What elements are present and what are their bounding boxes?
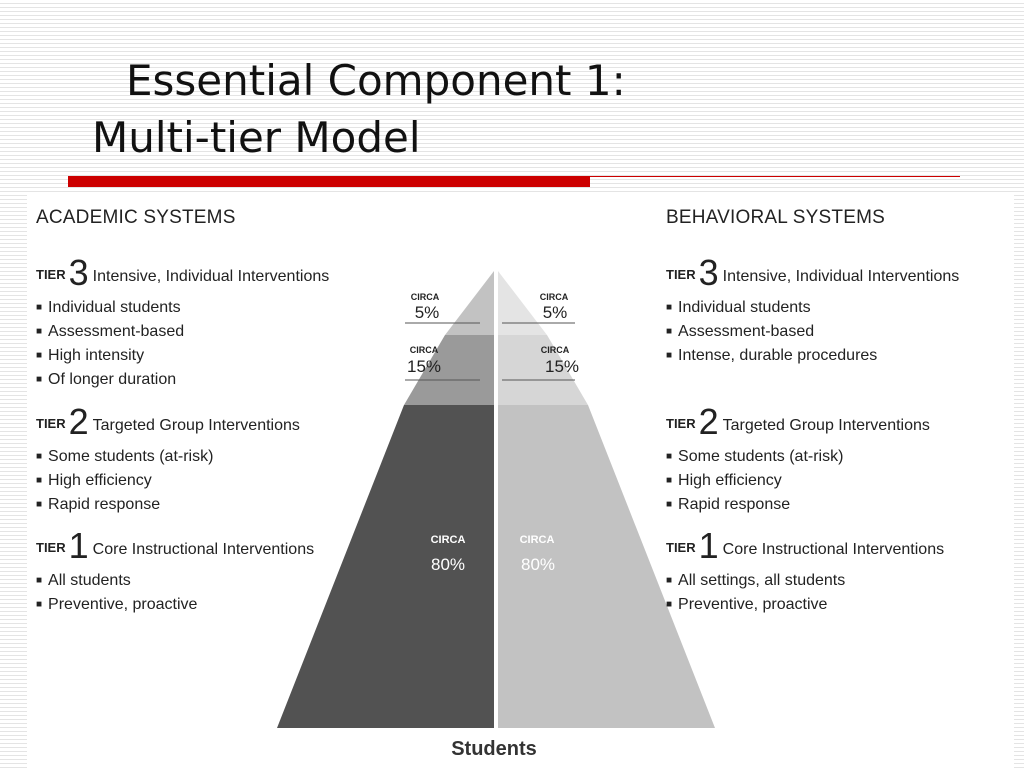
list-item: Assessment-based — [36, 320, 184, 344]
tier-pyramid: CIRCA 5% CIRCA 15% CIRCA 80% CIRCA 5% CI… — [277, 271, 715, 760]
list-item: Rapid response — [36, 493, 213, 517]
behavioral-tier-3-bullets: Individual students Assessment-based Int… — [666, 296, 877, 368]
behavioral-tier-3-segment — [498, 271, 547, 335]
list-item: All settings, all students — [666, 569, 845, 593]
academic-tier-1-segment — [277, 405, 494, 728]
tier-title: Targeted Group Interventions — [92, 417, 300, 434]
academic-tier-3-circa: CIRCA — [411, 292, 440, 302]
tier-word: TIER — [36, 416, 66, 431]
behavioral-tier-2-circa: CIRCA — [541, 345, 570, 355]
list-item: Individual students — [36, 296, 184, 320]
tier-number: 3 — [68, 252, 89, 293]
behavioral-tier-3-percent: 5% — [543, 303, 568, 322]
list-item: Preventive, proactive — [666, 593, 845, 617]
tier-number: 2 — [698, 401, 719, 442]
academic-tier-2-percent: 15% — [407, 357, 441, 376]
tier-title: Core Instructional Interventions — [722, 541, 945, 558]
academic-tier-1-circa: CIRCA — [431, 534, 466, 546]
behavioral-heading: BEHAVIORAL SYSTEMS — [666, 207, 885, 228]
tier-number: 1 — [698, 525, 719, 566]
diagram-panel: CIRCA 5% CIRCA 15% CIRCA 80% CIRCA 5% CI… — [27, 195, 1014, 768]
behavioral-tier-2-bullets: Some students (at-risk) High efficiency … — [666, 445, 843, 517]
behavioral-tier-3-circa: CIRCA — [540, 292, 569, 302]
academic-tier-3-bullets: Individual students Assessment-based Hig… — [36, 296, 184, 392]
academic-tier-2-segment — [404, 335, 494, 405]
list-item: All students — [36, 569, 197, 593]
list-item: Some students (at-risk) — [666, 445, 843, 469]
list-item: Some students (at-risk) — [36, 445, 213, 469]
list-item: Of longer duration — [36, 368, 184, 392]
tier-number: 1 — [68, 525, 89, 566]
tier-word: TIER — [666, 540, 696, 555]
academic-tier-2-circa: CIRCA — [410, 345, 439, 355]
tier-word: TIER — [666, 267, 696, 282]
list-item: High intensity — [36, 344, 184, 368]
pyramid-base-label: Students — [451, 738, 537, 760]
behavioral-tier-1-segment — [498, 405, 715, 728]
list-item: Preventive, proactive — [36, 593, 197, 617]
tier-title: Intensive, Individual Interventions — [92, 268, 330, 285]
tier-title: Targeted Group Interventions — [722, 417, 930, 434]
academic-tier-1-bullets: All students Preventive, proactive — [36, 569, 197, 617]
academic-tier-3-segment — [445, 271, 494, 335]
tier-title: Intensive, Individual Interventions — [722, 268, 960, 285]
title-rule-thin — [590, 176, 960, 177]
list-item: High efficiency — [666, 469, 843, 493]
slide-title-line1: Essential Component 1: — [126, 56, 626, 105]
tier-number: 2 — [68, 401, 89, 442]
behavioral-tier-1-percent: 80% — [521, 555, 555, 574]
tier-title: Core Instructional Interventions — [92, 541, 315, 558]
tier-word: TIER — [666, 416, 696, 431]
tier-number: 3 — [698, 252, 719, 293]
list-item: Rapid response — [666, 493, 843, 517]
list-item: Intense, durable procedures — [666, 344, 877, 368]
behavioral-tier-2-segment — [498, 335, 588, 405]
behavioral-tier-1-circa: CIRCA — [520, 534, 555, 546]
behavioral-tier-2-percent: 15% — [545, 357, 579, 376]
academic-tier-3-percent: 5% — [415, 303, 440, 322]
academic-tier-1-percent: 80% — [431, 555, 465, 574]
tier-word: TIER — [36, 540, 66, 555]
tier-word: TIER — [36, 267, 66, 282]
behavioral-tier-1-bullets: All settings, all students Preventive, p… — [666, 569, 845, 617]
list-item: High efficiency — [36, 469, 213, 493]
list-item: Individual students — [666, 296, 877, 320]
slide-title-line2: Multi-tier Model — [92, 113, 421, 162]
academic-tier-2-bullets: Some students (at-risk) High efficiency … — [36, 445, 213, 517]
title-rule-thick — [68, 176, 590, 187]
academic-heading: ACADEMIC SYSTEMS — [36, 207, 236, 228]
list-item: Assessment-based — [666, 320, 877, 344]
